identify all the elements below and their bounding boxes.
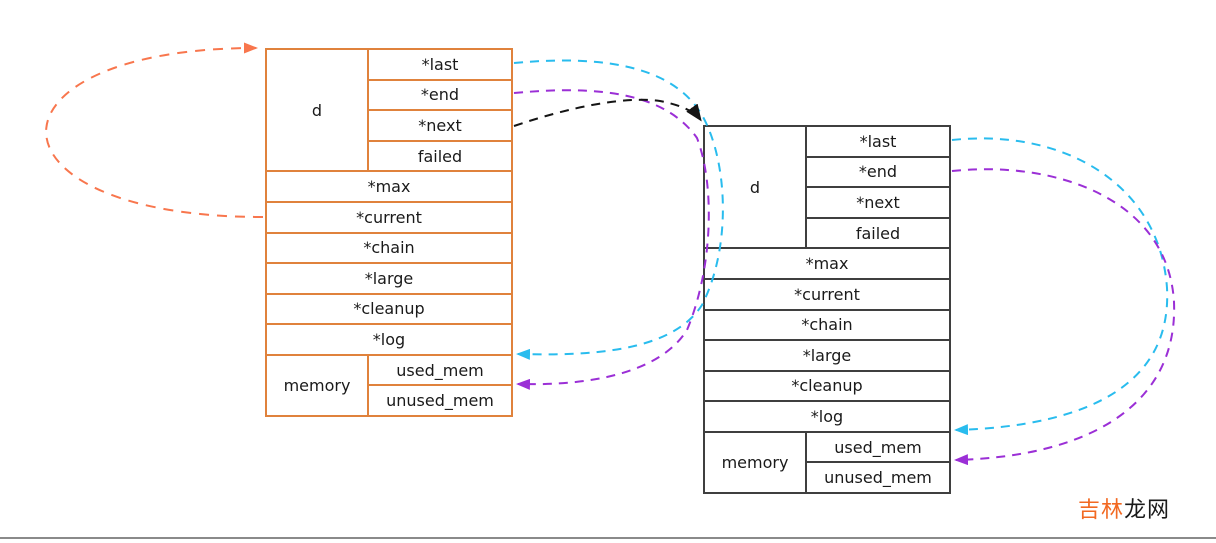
right-cell-unused-mem: unused_mem — [806, 462, 950, 493]
left-cell-current: *current — [266, 201, 512, 233]
right-cell-cleanup: *cleanup — [704, 370, 950, 402]
right-cell-last: *last — [806, 126, 950, 157]
pool-structure-left: d *last *end *next failed *max *current … — [265, 48, 513, 417]
right-cell-failed: failed — [806, 217, 950, 249]
left-cell-large: *large — [266, 263, 512, 294]
right-cell-used-mem: used_mem — [806, 431, 950, 463]
left-cell-failed: failed — [368, 140, 512, 172]
left-cell-memory: memory — [266, 354, 368, 416]
watermark-black-text: 龙网 — [1124, 498, 1171, 523]
left-cell-d: d — [266, 49, 368, 172]
right-cell-memory: memory — [704, 431, 806, 493]
black-next-pointer-arrow — [513, 98, 702, 127]
purple-left-loop-arrow — [513, 89, 710, 390]
right-cell-current: *current — [704, 278, 950, 310]
watermark: 吉林龙网 — [1078, 492, 1170, 524]
left-cell-cleanup: *cleanup — [266, 293, 512, 325]
orange-self-loop-arrow — [45, 42, 264, 218]
purple-right-loop-arrow — [951, 168, 1176, 466]
left-cell-last: *last — [368, 49, 512, 80]
footer-divider — [0, 537, 1216, 539]
right-cell-log: *log — [704, 401, 950, 432]
cyan-right-loop-arrow — [951, 137, 1169, 436]
watermark-orange-text: 吉林 — [1078, 498, 1125, 523]
left-cell-used-mem: used_mem — [368, 354, 512, 386]
cyan-left-loop-arrow — [513, 59, 724, 360]
right-cell-next: *next — [806, 187, 950, 218]
left-cell-unused-mem: unused_mem — [368, 385, 512, 416]
right-cell-max: *max — [704, 248, 950, 279]
pool-structure-right: d *last *end *next failed *max *current … — [703, 125, 951, 494]
right-cell-end: *end — [806, 156, 950, 188]
left-cell-log: *log — [266, 324, 512, 355]
left-cell-chain: *chain — [266, 232, 512, 264]
right-cell-d: d — [704, 126, 806, 249]
left-cell-next: *next — [368, 110, 512, 141]
left-cell-end: *end — [368, 79, 512, 111]
right-cell-large: *large — [704, 340, 950, 371]
left-cell-max: *max — [266, 171, 512, 202]
right-cell-chain: *chain — [704, 309, 950, 341]
